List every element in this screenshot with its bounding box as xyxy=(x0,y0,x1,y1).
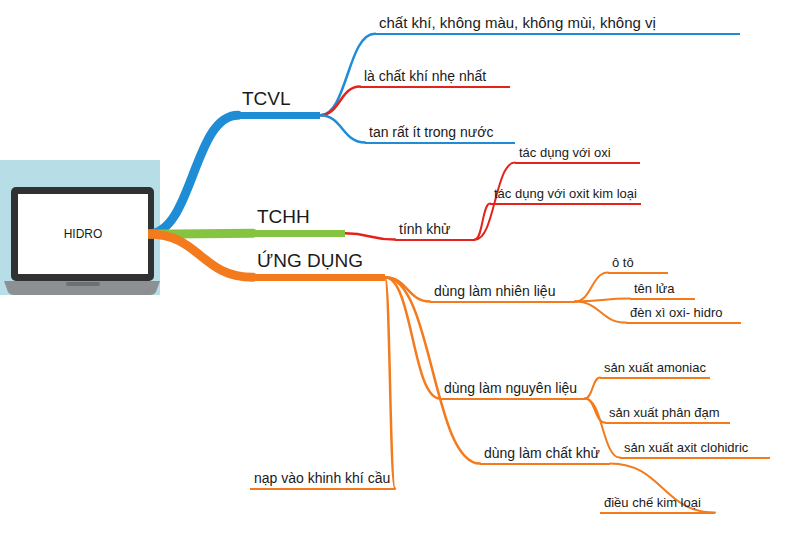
topic-node: dùng làm nhiên liệu xyxy=(430,283,575,303)
laptop-screen-frame xyxy=(11,187,154,281)
branch-line xyxy=(585,399,605,423)
topic-node: ỨNG DỤNG xyxy=(253,250,385,281)
topic-text: tính khử xyxy=(399,221,450,238)
branch-line xyxy=(475,163,515,240)
topic-node: sản xuất phân đạm xyxy=(605,405,730,424)
topic-node: tính khử xyxy=(395,221,475,241)
topic-text: điều chế kim loại xyxy=(604,495,701,511)
branch-line xyxy=(385,277,480,463)
topic-node: dùng làm nguyên liệu xyxy=(440,380,585,400)
topic-text: ỨNG DỤNG xyxy=(257,250,363,273)
topic-node: ô tô xyxy=(608,255,668,274)
branch-line xyxy=(575,273,608,302)
topic-node: sản xuất axit clohidric xyxy=(620,440,770,459)
topic-text: dùng làm nguyên liệu xyxy=(444,380,577,397)
topic-node: chất khí, không màu, không mùi, không vị xyxy=(375,14,740,35)
topic-node: sản xuất amoniac xyxy=(600,360,710,379)
topic-text: sản xuất amoniac xyxy=(604,360,706,376)
topic-text: là chất khí nhẹ nhất xyxy=(364,68,486,85)
topic-text: tên lửa xyxy=(634,281,675,297)
laptop-hinge xyxy=(66,282,100,286)
branch-line xyxy=(575,299,630,302)
topic-text: dùng làm nhiên liệu xyxy=(434,283,555,300)
branch-line xyxy=(385,277,440,398)
branch-line xyxy=(345,233,395,239)
topic-text: dùng làm chất khử xyxy=(484,445,600,462)
topic-node: TCHH xyxy=(253,206,345,237)
topic-text: tan rất ít trong nước xyxy=(369,124,493,141)
branch-line xyxy=(320,115,365,142)
topic-text: TCHH xyxy=(257,206,310,229)
topic-node: dùng làm chất khử xyxy=(480,445,610,465)
branch-line xyxy=(585,378,600,399)
topic-text: sản xuất axit clohidric xyxy=(624,440,748,456)
topic-node: tan rất ít trong nước xyxy=(365,124,515,144)
topic-node: tên lửa xyxy=(630,281,695,300)
branch-line xyxy=(320,87,360,116)
topic-node: đèn xì oxi- hidro xyxy=(626,305,741,324)
background-panel xyxy=(0,160,160,295)
laptop-base xyxy=(4,281,160,295)
topic-node: tác dụng với oxi xyxy=(515,145,640,164)
topic-text: nạp vào khinh khí cầu xyxy=(254,470,390,487)
topic-text: sản xuất phân đạm xyxy=(609,405,720,421)
topic-node: điều chế kim loại xyxy=(600,495,715,514)
topic-text: tác dụng với oxi xyxy=(519,145,611,161)
branch-line xyxy=(475,204,490,240)
topic-text: đèn xì oxi- hidro xyxy=(630,305,723,321)
branch-line xyxy=(148,234,253,277)
laptop-screen xyxy=(18,194,148,274)
topic-node: tác dụng với oxit kim loại xyxy=(490,186,641,205)
topic-text: tác dụng với oxit kim loại xyxy=(494,186,637,202)
screen-node: HIDRO xyxy=(18,194,148,274)
topic-text: ô tô xyxy=(612,255,634,271)
topic-text: chất khí, không màu, không mùi, không vị xyxy=(379,14,656,32)
topic-text: TCVL xyxy=(242,88,291,111)
center-topic: HIDRO xyxy=(64,227,103,241)
branch-line xyxy=(385,277,395,488)
topic-node: là chất khí nhẹ nhất xyxy=(360,68,510,88)
topic-node: nạp vào khinh khí cầu xyxy=(250,470,395,490)
branch-line xyxy=(148,115,238,234)
topic-node: TCVL xyxy=(238,88,320,119)
branch-line xyxy=(575,302,626,323)
